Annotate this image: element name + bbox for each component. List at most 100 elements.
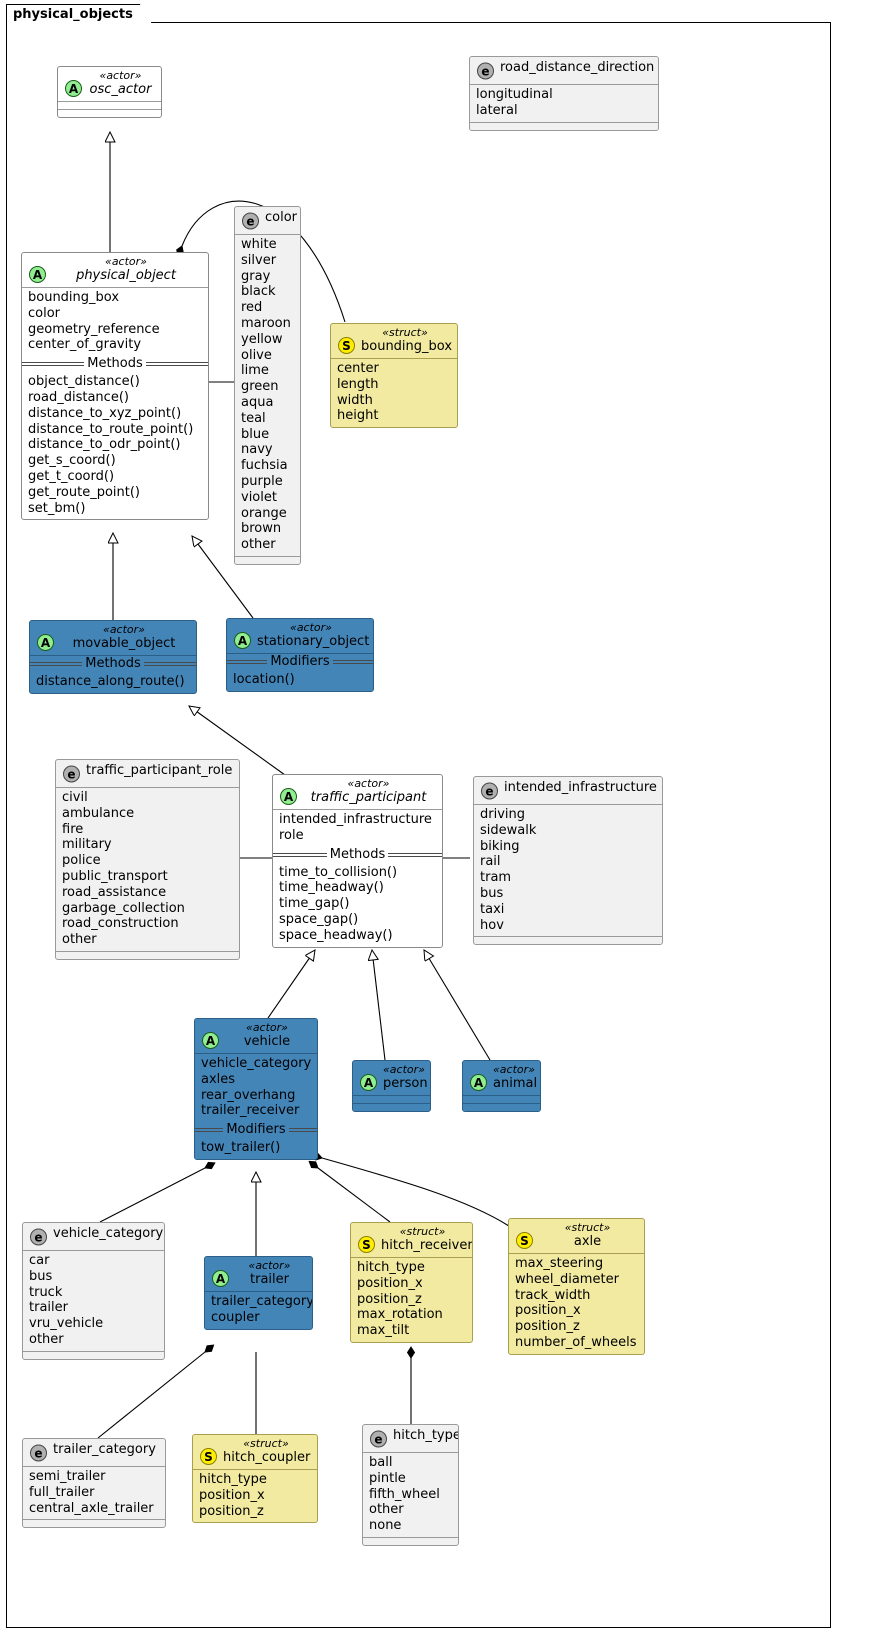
class-name: physical_object (76, 268, 176, 283)
enum-value: military (62, 837, 112, 853)
attribute: max_tilt (357, 1323, 410, 1339)
method: get_route_point() (28, 484, 140, 500)
struct-name: bounding_box (361, 339, 453, 354)
enum-value: maroon (241, 315, 291, 331)
enum-icon: e (30, 1228, 47, 1245)
enum-header: e vehicle_category (23, 1223, 164, 1250)
divider (195, 1053, 317, 1054)
enum-value: gray (241, 268, 271, 284)
enum-value: truck (29, 1284, 63, 1300)
attribute-list: bounding_box color geometry_reference ce… (22, 288, 208, 356)
struct-name: hitch_coupler (223, 1450, 311, 1465)
divider (363, 1452, 458, 1453)
class-traffic-participant[interactable]: A «actor» traffic_participant intended_i… (272, 774, 443, 948)
enum-color[interactable]: e color white silver gray black red maro… (234, 206, 301, 565)
divider (58, 109, 161, 110)
attribute: position_z (515, 1319, 580, 1335)
class-trailer[interactable]: A «actor» trailer trailer_category coupl… (204, 1256, 313, 1330)
attribute: axles (201, 1071, 236, 1087)
actor-icon: A (29, 266, 46, 283)
struct-hitch-receiver[interactable]: S «struct» hitch_receiver hitch_type pos… (350, 1222, 473, 1343)
struct-hitch-coupler[interactable]: S «struct» hitch_coupler hitch_type posi… (192, 1434, 318, 1524)
enum-value: lateral (476, 102, 518, 118)
methods-label: Methods (82, 656, 144, 671)
divider (193, 1469, 317, 1470)
attribute: width (337, 392, 373, 408)
enum-value: orange (241, 505, 287, 521)
enum-icon: e (477, 62, 494, 79)
enum-traffic-participant-role[interactable]: e traffic_participant_role civil ambulan… (55, 759, 240, 960)
actor-icon: A (280, 788, 297, 805)
enum-values: car bus truck trailer vru_vehicle other (23, 1251, 164, 1351)
class-stationary-object[interactable]: A «actor» stationary_object Modifiers lo… (226, 618, 374, 692)
empty-attributes (353, 1096, 430, 1103)
struct-axle[interactable]: S «struct» axle max_steering wheel_diame… (508, 1218, 645, 1355)
method: time_gap() (279, 896, 350, 912)
method: get_t_coord() (28, 468, 115, 484)
attribute: center (337, 361, 379, 376)
attribute: coupler (211, 1309, 260, 1325)
method: distance_to_odr_point() (28, 437, 181, 453)
modifier: tow_trailer() (201, 1140, 281, 1156)
divider (56, 787, 239, 788)
struct-name: hitch_receiver (381, 1238, 473, 1253)
modifiers-label: Modifiers (267, 654, 333, 669)
class-name: trailer (250, 1272, 289, 1287)
attribute: color (28, 305, 61, 321)
actor-icon: A (212, 1270, 229, 1287)
enum-road-distance-direction[interactable]: e road_distance_direction longitudinal l… (469, 56, 659, 131)
modifier-list: tow_trailer() (195, 1138, 317, 1159)
attribute: bounding_box (28, 290, 120, 305)
enum-header: e trailer_category (23, 1439, 165, 1466)
enum-value: white (241, 237, 277, 252)
struct-header: S «struct» hitch_receiver (351, 1223, 472, 1257)
enum-value: navy (241, 442, 273, 458)
enum-value: police (62, 853, 101, 869)
stereotype-label: «struct» (382, 326, 428, 339)
class-animal[interactable]: A «actor» animal (462, 1060, 541, 1112)
enum-value: silver (241, 252, 277, 268)
enum-vehicle-category[interactable]: e vehicle_category car bus truck trailer… (22, 1222, 165, 1360)
class-vehicle[interactable]: A «actor» vehicle vehicle_category axles… (194, 1018, 318, 1160)
attribute-list: max_steering wheel_diameter track_width … (509, 1254, 644, 1354)
empty-methods (58, 110, 161, 117)
method: set_bm() (28, 500, 86, 516)
enum-value: car (29, 1253, 50, 1268)
enum-icon: e (242, 212, 259, 229)
class-osc-actor[interactable]: A «actor» osc_actor (57, 66, 162, 118)
divider (23, 1519, 165, 1521)
class-person[interactable]: A «actor» person (352, 1060, 431, 1112)
method: get_s_coord() (28, 453, 116, 469)
attribute: vehicle_category (201, 1056, 312, 1071)
attribute: rear_overhang (201, 1087, 296, 1103)
divider (509, 1253, 644, 1254)
enum-value: civil (62, 790, 88, 805)
struct-bounding-box[interactable]: S «struct» bounding_box center length wi… (330, 323, 458, 429)
empty-band (56, 952, 239, 959)
attribute-list: hitch_type position_x position_z max_rot… (351, 1258, 472, 1342)
method-list: object_distance() road_distance() distan… (22, 372, 208, 519)
enum-value: violet (241, 489, 277, 505)
enum-value: other (62, 932, 97, 948)
attribute: hitch_type (357, 1260, 425, 1275)
stereotype-label: «actor» (246, 1021, 288, 1034)
enum-value: road_assistance (62, 884, 167, 900)
enum-header: e road_distance_direction (470, 57, 658, 84)
enum-trailer-category[interactable]: e trailer_category semi_trailer full_tra… (22, 1438, 166, 1529)
class-physical-object[interactable]: A «actor» physical_object bounding_box c… (21, 252, 209, 521)
enum-hitch-type[interactable]: e hitch_type ball pintle fifth_wheel oth… (362, 1424, 459, 1546)
enum-value: vru_vehicle (29, 1316, 104, 1332)
enum-icon: e (481, 782, 498, 799)
enum-header: e intended_infrastructure (474, 777, 662, 804)
class-name: vehicle (243, 1034, 291, 1049)
actor-icon: A (37, 634, 54, 651)
attribute: hitch_type (199, 1472, 267, 1487)
enum-intended-infrastructure[interactable]: e intended_infrastructure driving sidewa… (473, 776, 663, 946)
empty-band (23, 1352, 164, 1359)
attribute: length (337, 376, 379, 392)
divider (353, 1095, 430, 1096)
class-movable-object[interactable]: A «actor» movable_object Methods distanc… (29, 620, 197, 694)
class-header: A «actor» osc_actor (58, 67, 161, 101)
empty-band (363, 1538, 458, 1545)
enum-values: driving sidewalk biking rail tram bus ta… (474, 805, 662, 936)
